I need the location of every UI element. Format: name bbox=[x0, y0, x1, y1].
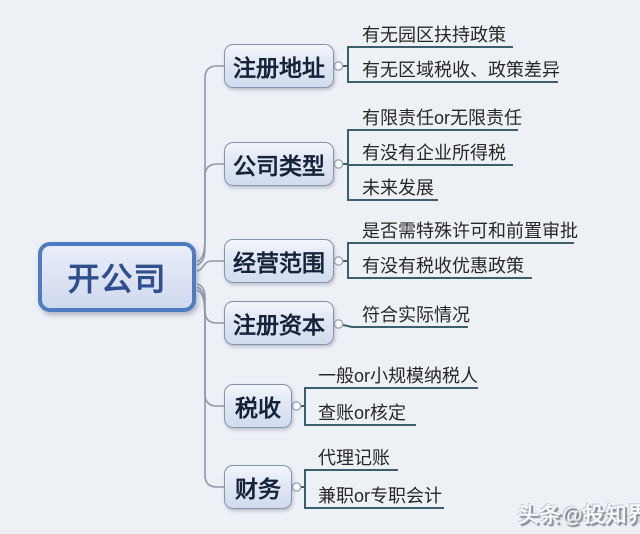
node-toggle-icon[interactable] bbox=[291, 482, 302, 492]
branch-company-type[interactable]: 公司类型 bbox=[224, 142, 334, 186]
leaf-future-development[interactable]: 未来发展 bbox=[362, 178, 434, 198]
leaf-park-support-policy[interactable]: 有无园区扶持政策 bbox=[362, 25, 506, 45]
leaf-bookkeeping-agency[interactable]: 代理记账 bbox=[318, 448, 390, 468]
leaf-match-actual-situation[interactable]: 符合实际情况 bbox=[362, 305, 470, 325]
watermark: 头条@投知界 bbox=[518, 504, 640, 527]
leaf-regional-tax-difference[interactable]: 有无区域税收、政策差异 bbox=[362, 60, 560, 80]
leaf-special-license-approval[interactable]: 是否需特殊许可和前置审批 bbox=[362, 221, 578, 241]
branch-registered-capital[interactable]: 注册资本 bbox=[224, 301, 334, 345]
leaf-parttime-or-fulltime-accountant[interactable]: 兼职or专职会计 bbox=[318, 486, 443, 506]
branch-finance[interactable]: 财务 bbox=[224, 465, 292, 509]
node-toggle-icon[interactable] bbox=[333, 159, 344, 169]
node-toggle-icon[interactable] bbox=[333, 61, 344, 71]
leaf-tax-preference-policy[interactable]: 有没有税收优惠政策 bbox=[362, 256, 524, 276]
leaf-general-or-small-taxpayer[interactable]: 一般or小规模纳税人 bbox=[318, 366, 479, 386]
node-toggle-icon[interactable] bbox=[333, 319, 344, 329]
leaf-underlines bbox=[300, 46, 574, 509]
branch-tax[interactable]: 税收 bbox=[224, 384, 292, 428]
branch-business-scope[interactable]: 经营范围 bbox=[224, 239, 334, 283]
node-toggle-icon[interactable] bbox=[291, 401, 302, 411]
leaf-limited-or-unlimited[interactable]: 有限责任or无限责任 bbox=[362, 108, 523, 128]
branch-registration-address[interactable]: 注册地址 bbox=[224, 44, 334, 88]
leaf-audit-or-assessment[interactable]: 查账or核定 bbox=[318, 403, 407, 423]
root-topic-open-company[interactable]: 开公司 bbox=[38, 242, 196, 312]
root-branch-curves bbox=[196, 65, 224, 488]
node-toggle-icon[interactable] bbox=[333, 256, 344, 266]
leaf-corporate-income-tax[interactable]: 有没有企业所得税 bbox=[362, 143, 506, 163]
